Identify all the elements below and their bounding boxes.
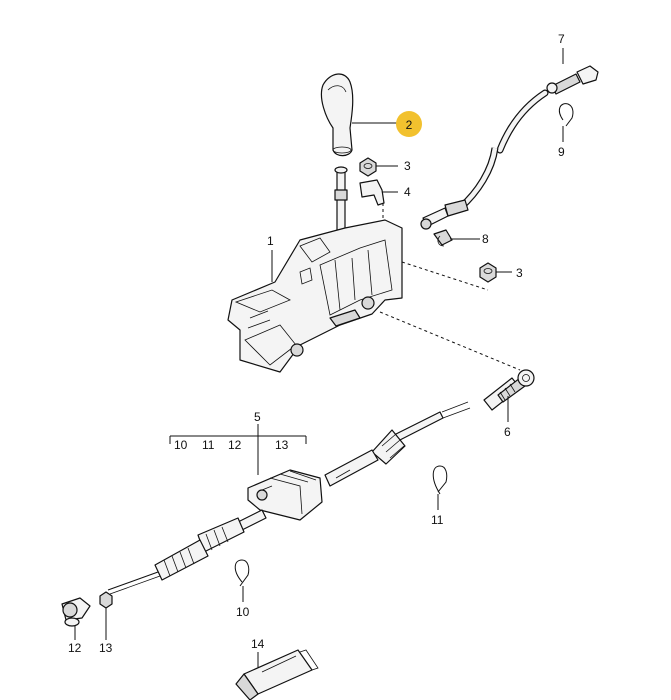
callout-8[interactable]: 8 (482, 232, 489, 246)
callout-6[interactable]: 6 (504, 425, 511, 439)
callout-11[interactable]: 11 (431, 513, 444, 527)
ball-joint[interactable] (61, 597, 91, 627)
hex-nut-top (359, 157, 377, 177)
callout-10-group[interactable]: 10 (174, 438, 188, 452)
callout-13[interactable]: 13 (99, 641, 113, 655)
clip-8 (433, 229, 453, 247)
nut-13 (99, 591, 113, 609)
selector-cable-upper[interactable] (420, 65, 599, 230)
retaining-clip-9 (558, 103, 574, 127)
callout-5[interactable]: 5 (254, 410, 261, 424)
hex-nut-right (479, 262, 497, 283)
shifter-housing[interactable] (227, 219, 403, 373)
clip-10 (234, 559, 250, 587)
shift-cable-main[interactable] (107, 401, 471, 595)
grease-tube (235, 649, 319, 700)
callout-10[interactable]: 10 (236, 605, 250, 619)
callout-3-right[interactable]: 3 (516, 266, 523, 280)
leader-lines (74, 48, 564, 668)
callout-3-top[interactable]: 3 (404, 159, 411, 173)
callout-12[interactable]: 12 (68, 641, 82, 655)
callout-labels: 2 3 4 1 7 9 8 3 6 5 10 11 12 13 11 10 12… (68, 32, 565, 655)
highlight-circle (396, 111, 422, 137)
bracket (359, 179, 385, 206)
callout-2[interactable]: 2 (406, 118, 413, 132)
callout-14[interactable]: 14 (251, 637, 265, 651)
cable-end-fitting[interactable] (483, 369, 535, 411)
callout-11-group[interactable]: 11 (202, 438, 215, 452)
gear-knob[interactable] (320, 73, 354, 157)
clip-11 (432, 465, 448, 495)
callout-4[interactable]: 4 (404, 185, 411, 199)
callout-12-group[interactable]: 12 (228, 438, 242, 452)
callout-13-group[interactable]: 13 (275, 438, 289, 452)
callout-7[interactable]: 7 (558, 32, 565, 46)
callout-1[interactable]: 1 (267, 234, 274, 248)
shift-lever-rod (334, 166, 348, 243)
callout-9[interactable]: 9 (558, 145, 565, 159)
